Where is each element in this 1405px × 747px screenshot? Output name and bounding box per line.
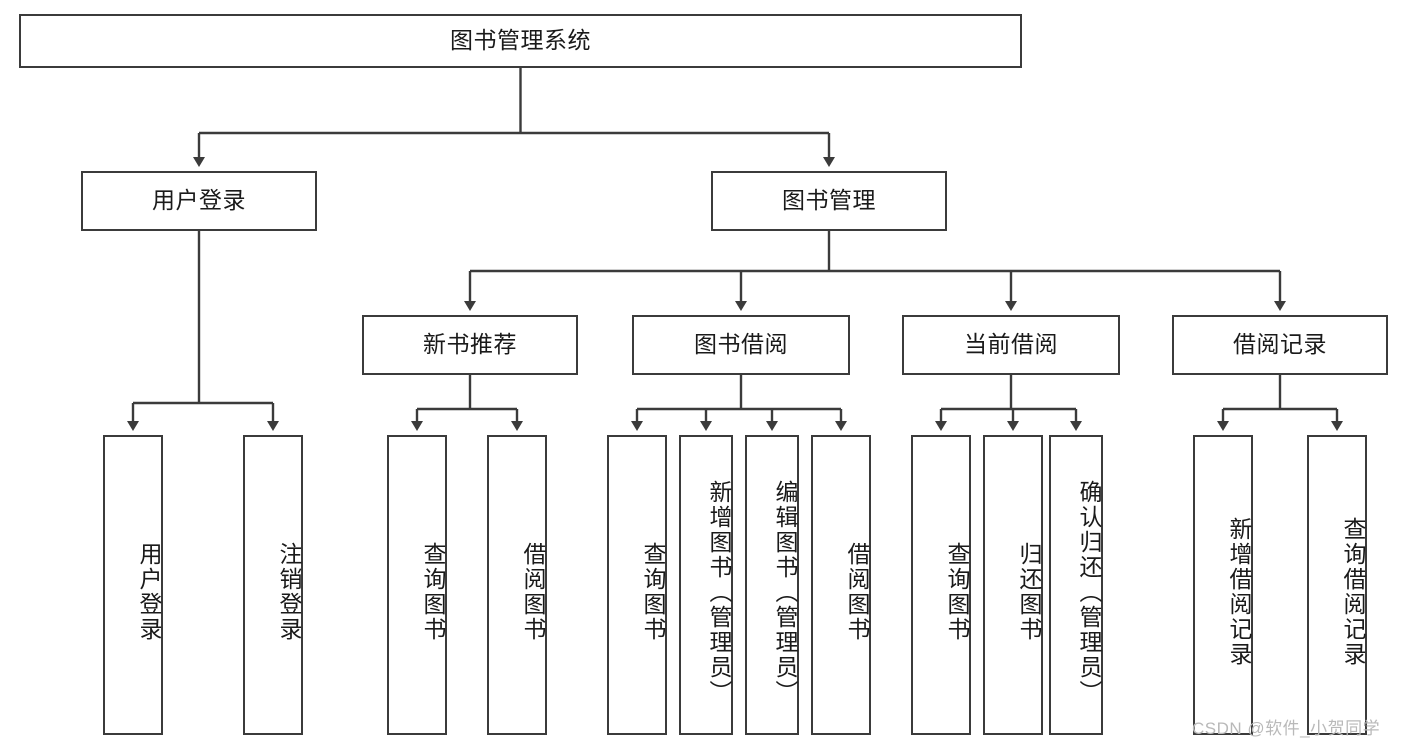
leaf-node-leaf-query-book-2[interactable]: 查询图书 [607, 435, 667, 735]
leaf-node-leaf-query-record[interactable]: 查询借阅记录 [1307, 435, 1367, 735]
leaf-node-leaf-logout[interactable]: 注销登录 [243, 435, 303, 735]
leaf-node-leaf-query-book-3[interactable]: 查询图书 [911, 435, 971, 735]
root-node-root[interactable]: 图书管理系统 [19, 14, 1022, 68]
node-book-manage[interactable]: 图书管理 [711, 171, 947, 231]
node-borrow-record[interactable]: 借阅记录 [1172, 315, 1388, 375]
node-label: 编辑图书（管理员） [772, 479, 798, 705]
node-label: 新书推荐 [423, 331, 517, 358]
node-label: 用户登录 [152, 187, 246, 214]
leaf-node-leaf-edit-book[interactable]: 编辑图书（管理员） [745, 435, 799, 735]
node-book-borrow[interactable]: 图书借阅 [632, 315, 850, 375]
node-label: 用户登录 [136, 542, 162, 642]
leaf-node-leaf-add-book[interactable]: 新增图书（管理员） [679, 435, 733, 735]
node-label: 查询图书 [944, 542, 970, 642]
node-label: 图书管理 [782, 187, 876, 214]
leaf-node-leaf-query-book-1[interactable]: 查询图书 [387, 435, 447, 735]
node-label: 借阅图书 [844, 542, 870, 642]
leaf-node-leaf-add-record[interactable]: 新增借阅记录 [1193, 435, 1253, 735]
node-label: 新增图书（管理员） [706, 479, 732, 705]
node-label: 新增借阅记录 [1226, 517, 1252, 667]
node-label: 查询借阅记录 [1340, 517, 1366, 667]
node-label: 查询图书 [420, 542, 446, 642]
node-label: 图书借阅 [694, 331, 788, 358]
node-current-borrow[interactable]: 当前借阅 [902, 315, 1120, 375]
node-user-login[interactable]: 用户登录 [81, 171, 317, 231]
leaf-node-leaf-borrow-book-1[interactable]: 借阅图书 [487, 435, 547, 735]
node-label: 注销登录 [276, 542, 302, 642]
leaf-node-leaf-return-book[interactable]: 归还图书 [983, 435, 1043, 735]
leaf-node-leaf-confirm-return[interactable]: 确认归还（管理员） [1049, 435, 1103, 735]
node-label: 借阅记录 [1233, 331, 1327, 358]
node-new-book-recommend[interactable]: 新书推荐 [362, 315, 578, 375]
node-label: 确认归还（管理员） [1076, 479, 1102, 705]
leaf-node-leaf-user-login[interactable]: 用户登录 [103, 435, 163, 735]
node-label: 借阅图书 [520, 542, 546, 642]
node-label: 归还图书 [1016, 542, 1042, 642]
node-label: 当前借阅 [964, 331, 1058, 358]
node-label: 查询图书 [640, 542, 666, 642]
leaf-node-leaf-borrow-book-2[interactable]: 借阅图书 [811, 435, 871, 735]
csdn-watermark: CSDN @软件_小贺同学 [1192, 719, 1381, 738]
node-label: 图书管理系统 [450, 27, 591, 54]
